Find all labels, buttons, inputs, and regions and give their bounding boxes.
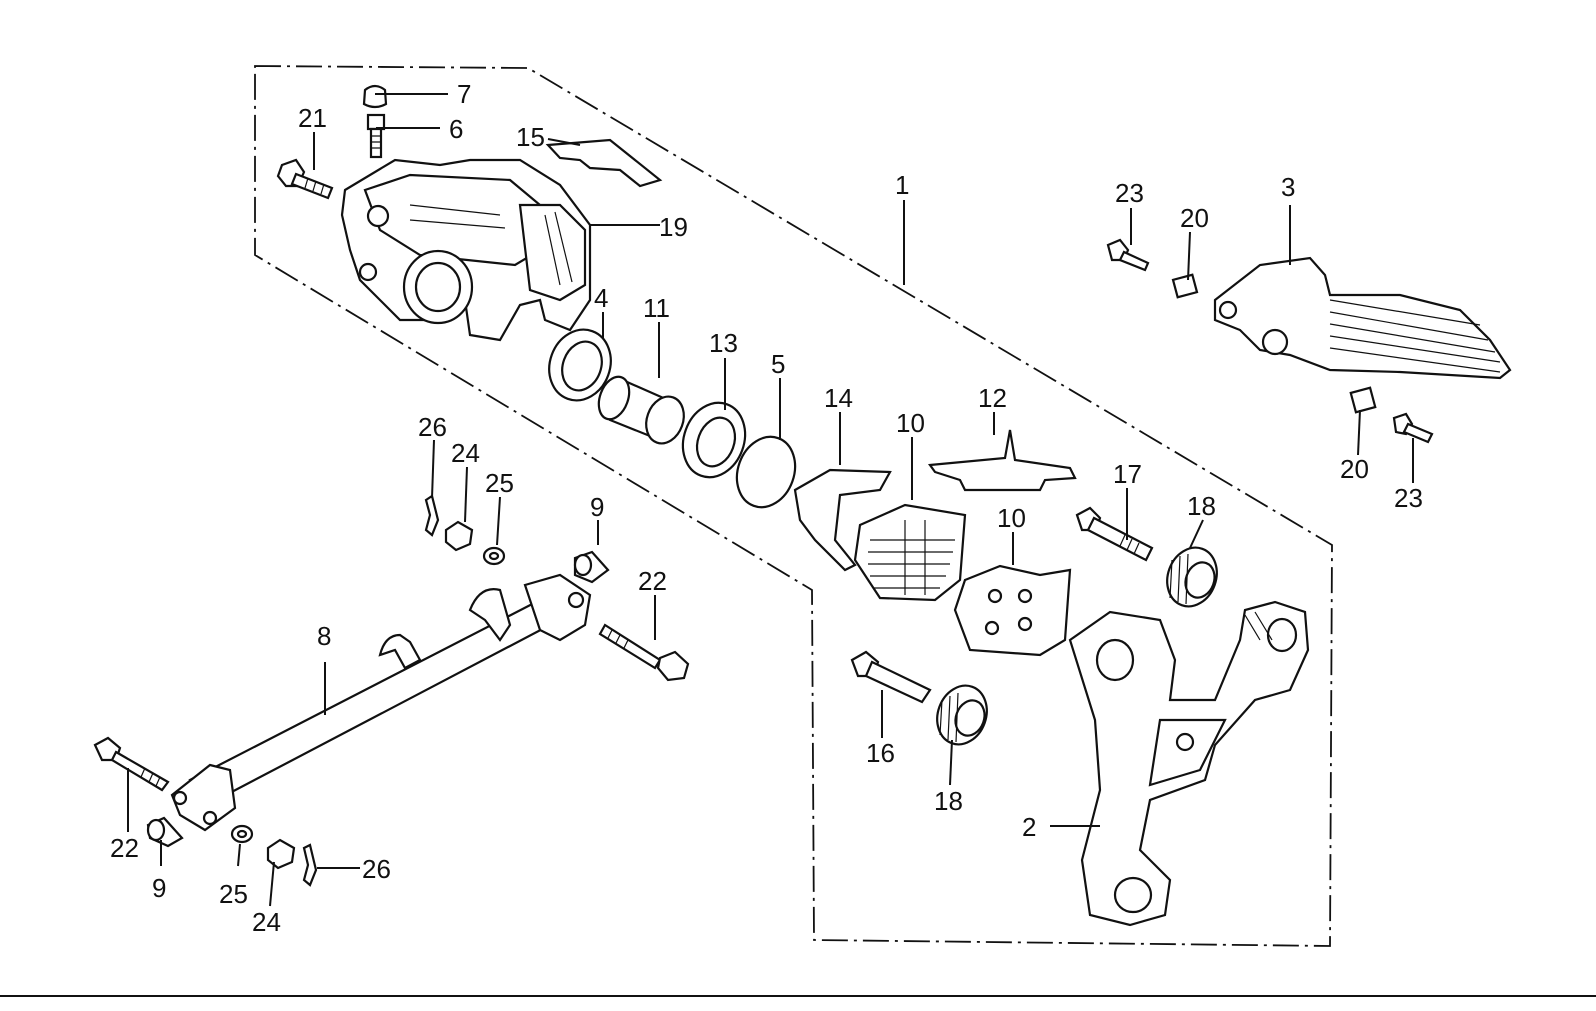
brake-pad-outer [953,564,1072,657]
pin-boot-upper [1166,546,1218,608]
bleeder-screw [366,113,386,159]
callout-18-upper: 18 [1187,491,1216,521]
callout-17: 17 [1113,459,1142,489]
cotter-pin-lower [302,843,318,887]
callout-8: 8 [317,621,331,651]
caliper-bolt [276,158,334,200]
pad-spring [793,468,892,572]
caliper-guard [1213,256,1512,380]
callout-9-lower: 9 [152,873,166,903]
washer-upper [482,546,506,566]
callout-18-lower: 18 [934,786,963,816]
callout-1: 1 [895,170,909,200]
piston [597,375,685,445]
callout-6: 6 [449,114,463,144]
torque-link [170,573,592,832]
assembly-1-boundary [254,65,1333,947]
callout-23-lower: 23 [1394,483,1423,513]
collar-upper [573,550,610,584]
callout-19: 19 [659,212,688,242]
callout-26-upper: 26 [418,412,447,442]
nut-upper [444,520,474,552]
guard-collar-upper [1171,273,1199,299]
callout-10-upper: 10 [896,408,925,438]
callout-14: 14 [824,383,853,413]
callout-10-lower: 10 [997,503,1026,533]
guard-bolt-upper [1106,238,1150,272]
dust-seal [681,401,747,479]
callout-9-upper: 9 [590,492,604,522]
callout-4: 4 [594,283,608,313]
callout-11: 11 [643,293,670,323]
callout-2: 2 [1022,812,1036,842]
guard-collar-lower [1349,386,1377,414]
callout-21: 21 [298,103,327,133]
callout-13: 13 [709,328,738,358]
callout-26-lower: 26 [362,854,391,884]
guard-bolt-lower [1392,412,1434,444]
torque-bolt-upper [598,623,690,682]
pad-spring-12 [927,429,1077,492]
torque-bolt-lower [93,736,170,792]
piston-seal [548,328,612,402]
callout-12: 12 [978,383,1007,413]
bleeder-cap [362,84,388,109]
callout-25-lower: 25 [219,879,248,909]
callout-15: 15 [516,122,545,152]
caliper-body [340,158,592,342]
callout-20-lower: 20 [1340,454,1369,484]
leader-lines [127,93,1414,907]
pin-bolt-16 [850,650,932,704]
callout-23-upper: 23 [1115,178,1144,208]
callout-3: 3 [1281,172,1295,202]
callout-22-lower: 22 [110,833,139,863]
callout-labels: 1 2 3 4 5 6 7 8 9 9 10 10 11 12 13 14 15… [110,79,1423,937]
nut-lower [266,838,296,870]
pad-retainer [545,138,663,188]
callout-22-upper: 22 [638,566,667,596]
pin-bolt-17 [1075,506,1154,562]
brake-pad-inner [853,503,967,602]
cotter-pin-upper [424,494,440,537]
callout-5: 5 [771,349,785,379]
callout-7: 7 [457,79,471,109]
collar-lower [146,816,184,848]
caliper-bracket [1068,600,1310,927]
callout-20-upper: 20 [1180,203,1209,233]
washer-lower [230,824,254,844]
set-ring [735,435,797,509]
callout-16: 16 [866,738,895,768]
callout-24-upper: 24 [451,438,480,468]
callout-24-lower: 24 [252,907,281,937]
callout-25-upper: 25 [485,468,514,498]
pin-boot-lower [936,684,988,746]
